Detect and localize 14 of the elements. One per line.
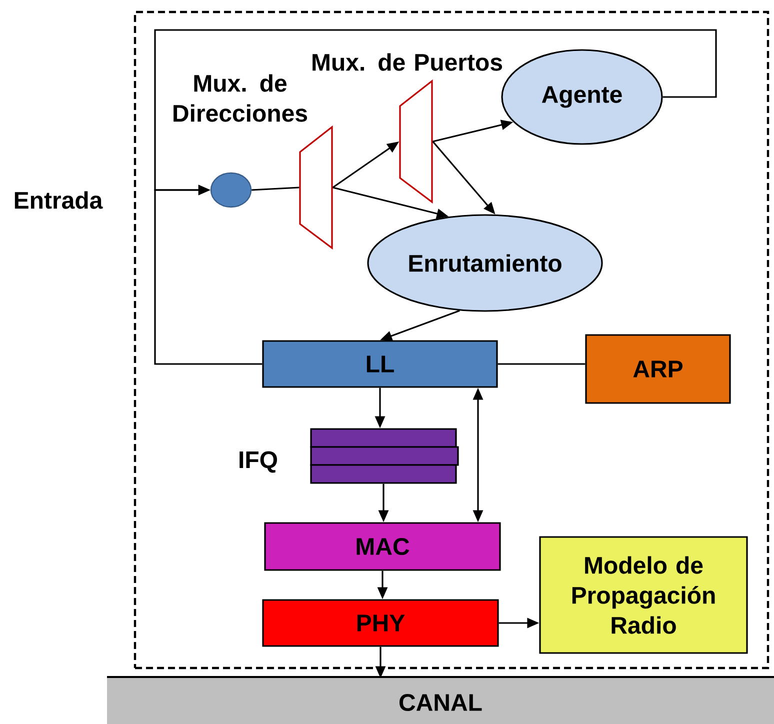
node-label: Mux. de Direcciones xyxy=(174,74,308,122)
junction-dot xyxy=(210,172,252,208)
channel-band: CANAL xyxy=(107,676,774,724)
layer-box: LL xyxy=(262,340,498,388)
node-label: IFQ xyxy=(240,451,277,473)
layer-box: PHY xyxy=(262,599,499,647)
side-label: Entrada xyxy=(14,191,103,209)
node-label: Mux. de Puertos xyxy=(312,53,502,71)
model-box: Modelo de Propagación Radio xyxy=(539,536,748,654)
layer-box: MAC xyxy=(264,522,501,571)
layer-box: ARP xyxy=(585,334,731,404)
arrow xyxy=(154,184,262,365)
queue-stack: IFQ xyxy=(240,428,459,484)
dashed-frame xyxy=(134,10,770,670)
